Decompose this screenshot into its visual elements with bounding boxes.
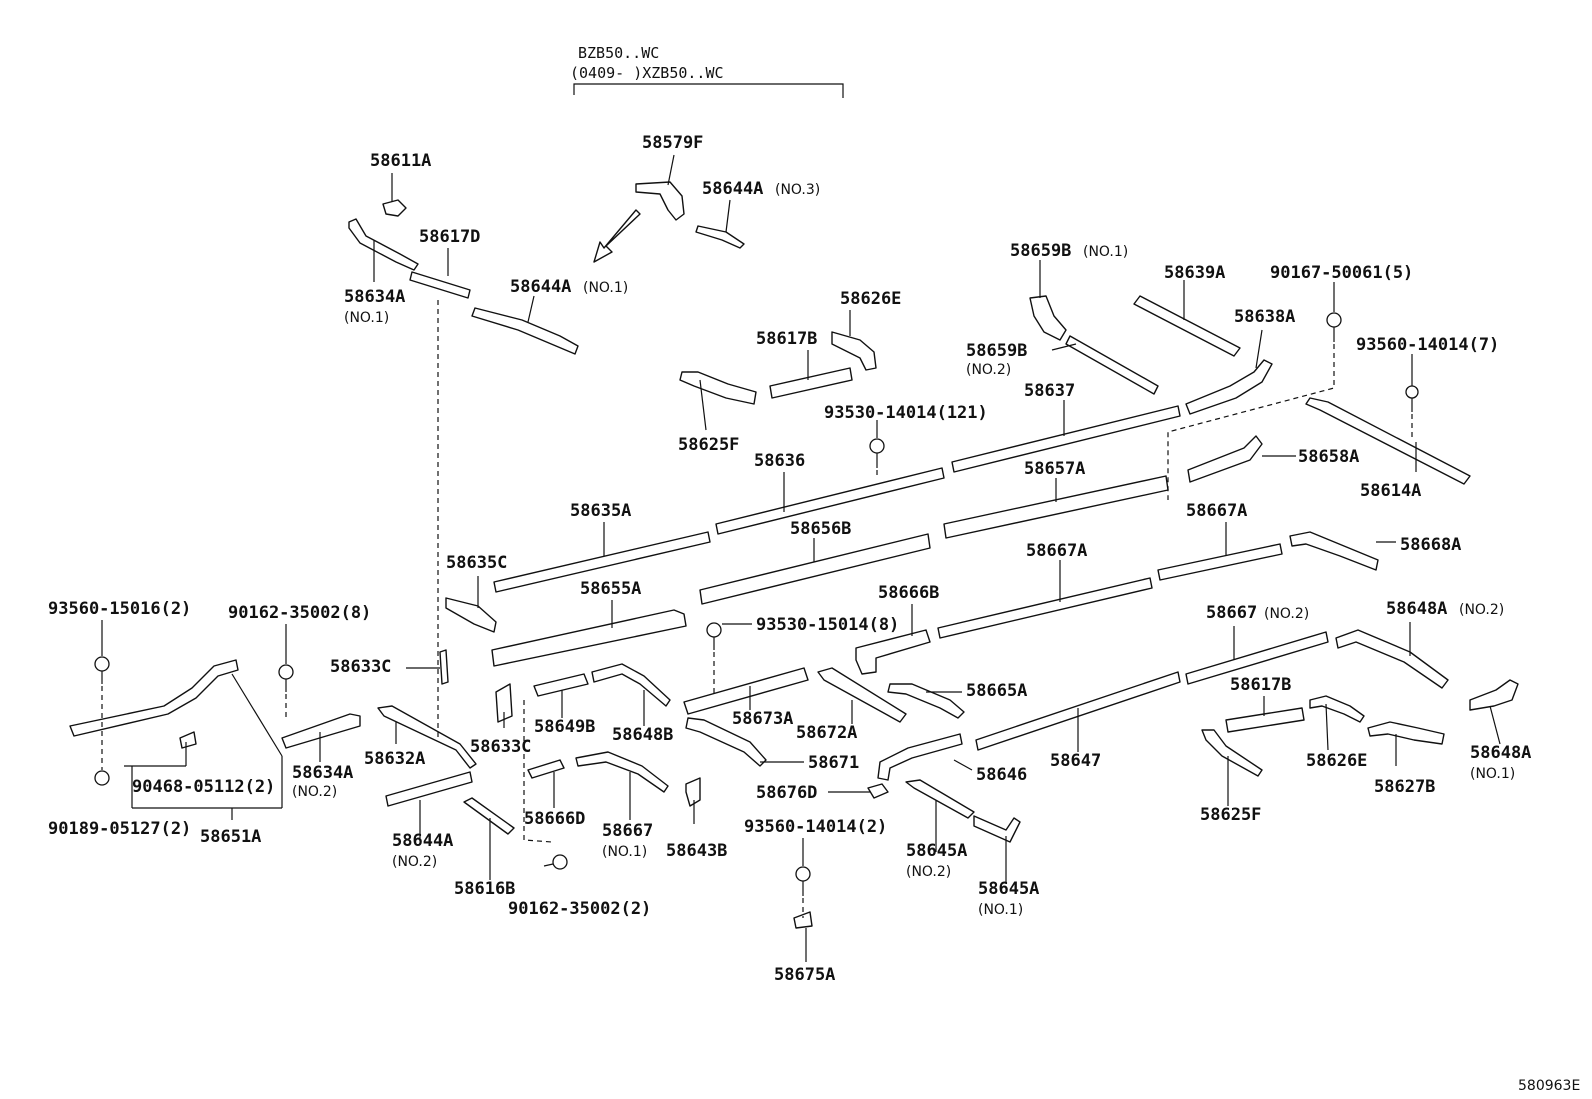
label-58617D: 58617D	[419, 227, 480, 247]
note-58644A-no3: (NO.3)	[775, 182, 820, 198]
label-58668A: 58668A	[1400, 535, 1461, 555]
fasteners	[94, 312, 1419, 896]
label-58634A-no2: 58634A	[292, 763, 353, 783]
note-58667-no2: (NO.2)	[1264, 606, 1309, 622]
label-90167-50061: 90167-50061(5)	[1270, 263, 1413, 283]
label-58645A-no2: 58645A	[906, 841, 967, 861]
note-58634A-no2: (NO.2)	[292, 784, 337, 800]
label-58632A: 58632A	[364, 749, 425, 769]
label-58617B-top: 58617B	[756, 329, 817, 349]
label-58634A-no1: 58634A	[344, 287, 405, 307]
label-58658A: 58658A	[1298, 447, 1359, 467]
dashed-lines	[101, 300, 1413, 918]
label-58633C-2: 58633C	[470, 737, 531, 757]
note-58645A-no1: (NO.1)	[978, 902, 1023, 918]
note-58659B-no1: (NO.1)	[1083, 244, 1128, 260]
label-58627B: 58627B	[1374, 777, 1435, 797]
label-58617B-bottom: 58617B	[1230, 675, 1291, 695]
label-58611A: 58611A	[370, 151, 431, 171]
note-58648A-no1: (NO.1)	[1470, 766, 1515, 782]
label-58635A: 58635A	[570, 501, 631, 521]
label-58635C: 58635C	[446, 553, 507, 573]
label-58675A: 58675A	[774, 965, 835, 985]
label-58579F: 58579F	[642, 133, 703, 153]
note-58645A-no2: (NO.2)	[906, 864, 951, 880]
label-58676D: 58676D	[756, 783, 817, 803]
label-90162-35002-8: 90162-35002(8)	[228, 603, 371, 623]
note-58644A-no2: (NO.2)	[392, 854, 437, 870]
label-58655A: 58655A	[580, 579, 641, 599]
label-58667A-middle: 58667A	[1026, 541, 1087, 561]
label-58633C-1: 58633C	[330, 657, 391, 677]
label-58666D: 58666D	[524, 809, 585, 829]
label-58616B: 58616B	[454, 879, 515, 899]
label-58671: 58671	[808, 753, 859, 773]
label-58647: 58647	[1050, 751, 1101, 771]
label-58644A-no2: 58644A	[392, 831, 453, 851]
label-90162-35002-2: 90162-35002(2)	[508, 899, 651, 919]
label-58626E-bottom: 58626E	[1306, 751, 1367, 771]
label-58636: 58636	[754, 451, 805, 471]
label-58645A-no1: 58645A	[978, 879, 1039, 899]
note-58648A-no2: (NO.2)	[1459, 602, 1504, 618]
label-58648A-no1: 58648A	[1470, 743, 1531, 763]
label-58643B: 58643B	[666, 841, 727, 861]
model-bracket	[573, 83, 844, 98]
model-line-1: BZB50..WC	[578, 44, 659, 62]
label-58614A: 58614A	[1360, 481, 1421, 501]
label-58667-no1: 58667	[602, 821, 653, 841]
diagram-code: 580963E	[1518, 1078, 1580, 1094]
label-58625F-bottom: 58625F	[1200, 805, 1261, 825]
label-58665A: 58665A	[966, 681, 1027, 701]
label-58626E-top: 58626E	[840, 289, 901, 309]
label-58659B-no1: 58659B	[1010, 241, 1071, 261]
model-line-2: (0409- )XZB50..WC	[570, 64, 724, 82]
label-90468-05112: 90468-05112(2)	[132, 777, 275, 797]
part-shapes	[69, 181, 1519, 929]
label-58673A: 58673A	[732, 709, 793, 729]
note-58644A-no1: (NO.1)	[583, 280, 628, 296]
label-58646: 58646	[976, 765, 1027, 785]
label-58657A: 58657A	[1024, 459, 1085, 479]
label-58651A: 58651A	[200, 827, 261, 847]
label-90189-05127: 90189-05127(2)	[48, 819, 191, 839]
label-58648A-no2: 58648A	[1386, 599, 1447, 619]
label-58667-no2: 58667	[1206, 603, 1257, 623]
label-58659B-no2: 58659B	[966, 341, 1027, 361]
label-93530-14014: 93530-14014(121)	[824, 403, 988, 423]
label-93530-15014: 93530-15014(8)	[756, 615, 899, 635]
label-58639A: 58639A	[1164, 263, 1225, 283]
label-93560-14014-2: 93560-14014(2)	[744, 817, 887, 837]
label-58666B: 58666B	[878, 583, 939, 603]
label-58649B: 58649B	[534, 717, 595, 737]
label-58672A: 58672A	[796, 723, 857, 743]
label-93560-15016: 93560-15016(2)	[48, 599, 191, 619]
note-58634A-no1: (NO.1)	[344, 310, 389, 326]
label-93560-14014-7: 93560-14014(7)	[1356, 335, 1499, 355]
label-58637: 58637	[1024, 381, 1075, 401]
label-58656B: 58656B	[790, 519, 851, 539]
leader-lines	[101, 154, 1501, 962]
label-58667A-right: 58667A	[1186, 501, 1247, 521]
note-58667-no1: (NO.1)	[602, 844, 647, 860]
label-58648B: 58648B	[612, 725, 673, 745]
note-58659B-no2: (NO.2)	[966, 362, 1011, 378]
label-58625F-top: 58625F	[678, 435, 739, 455]
label-58644A-no3: 58644A	[702, 179, 763, 199]
label-58638A: 58638A	[1234, 307, 1295, 327]
part-labels: 58611A 58617D 58634A (NO.1) 58644A (NO.1…	[48, 133, 1531, 985]
label-58644A-no1: 58644A	[510, 277, 571, 297]
